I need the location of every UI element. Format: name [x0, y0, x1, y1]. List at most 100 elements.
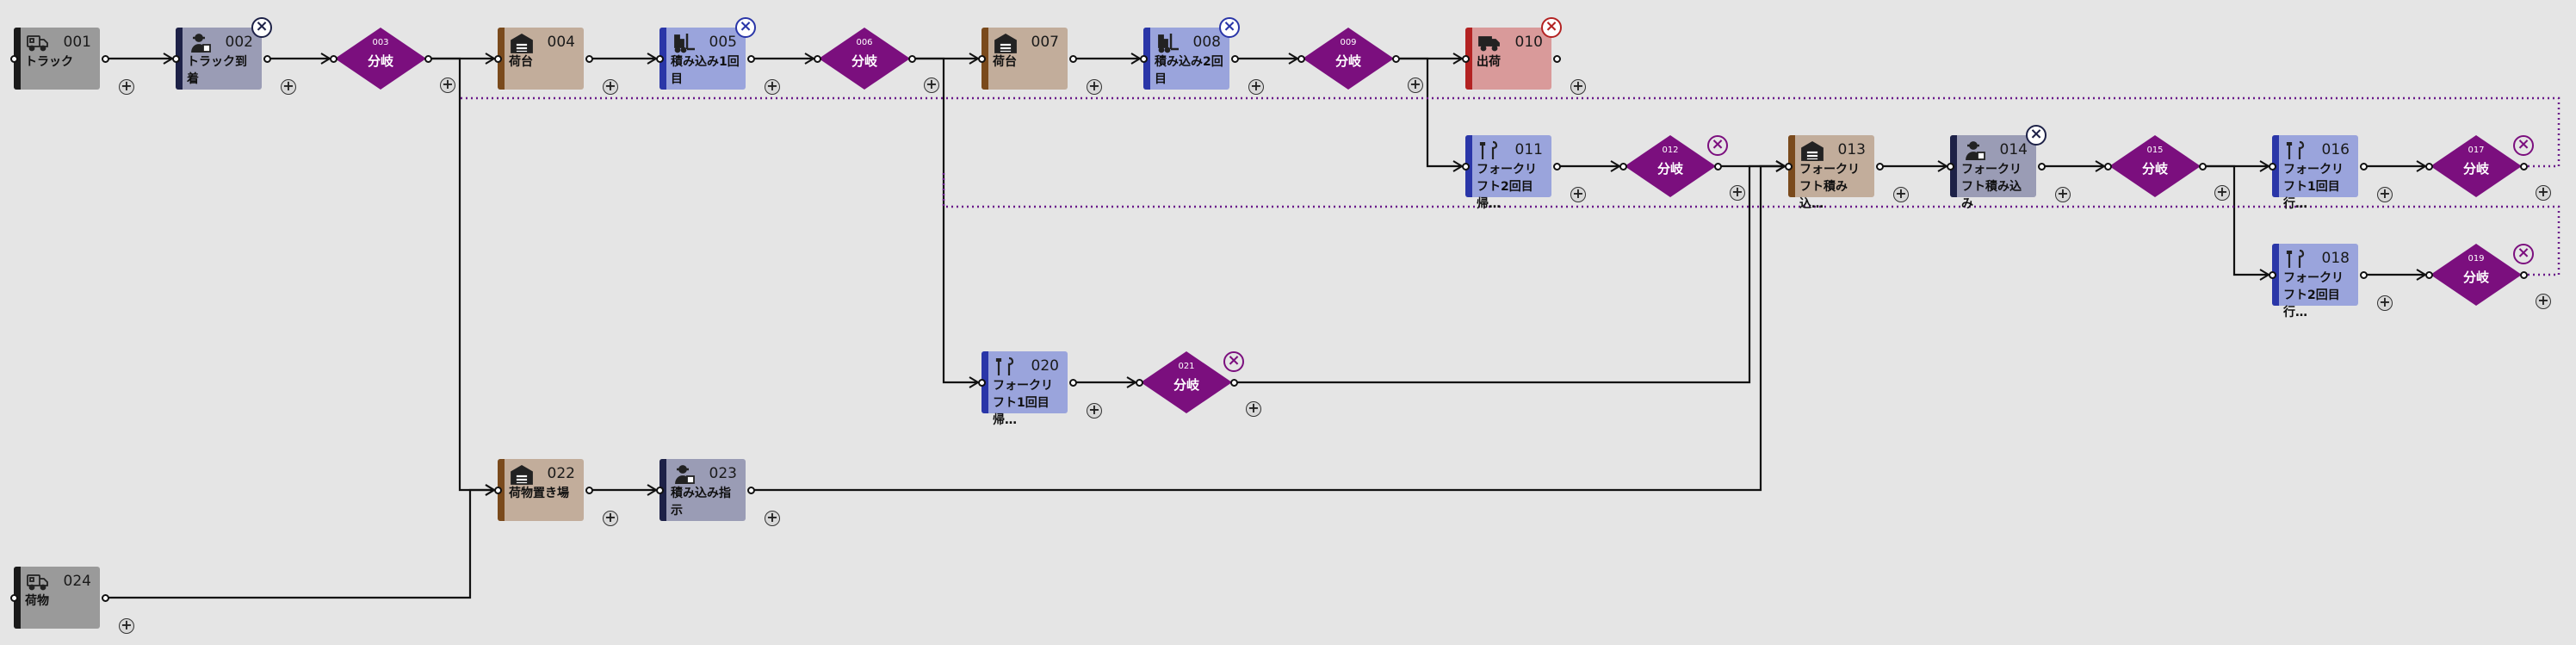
output-port[interactable] [2038, 163, 2046, 171]
add-node-button[interactable]: + [2377, 295, 2393, 311]
input-port[interactable] [978, 379, 986, 387]
add-node-button[interactable]: + [1730, 185, 1745, 201]
remove-branch-icon[interactable]: × [2513, 244, 2534, 264]
add-node-button[interactable]: + [119, 79, 134, 95]
output-port[interactable] [2520, 271, 2528, 279]
add-node-button[interactable]: + [1087, 79, 1102, 95]
output-port[interactable] [908, 55, 916, 63]
input-port[interactable] [814, 55, 821, 63]
remove-node-icon[interactable]: × [251, 17, 272, 38]
output-port[interactable] [263, 55, 271, 63]
remove-branch-icon[interactable]: × [2513, 135, 2534, 156]
output-port[interactable] [1714, 163, 1722, 171]
input-port[interactable] [1947, 163, 1954, 171]
input-port[interactable] [10, 594, 18, 602]
input-port[interactable] [656, 55, 664, 63]
input-port[interactable] [494, 487, 502, 494]
output-port[interactable] [1069, 379, 1077, 387]
input-port[interactable] [1297, 55, 1305, 63]
input-port[interactable] [1785, 163, 1793, 171]
output-port[interactable] [585, 55, 593, 63]
output-port[interactable] [2520, 163, 2528, 171]
add-node-button[interactable]: + [1570, 187, 1586, 202]
output-port[interactable] [1876, 163, 1884, 171]
input-port[interactable] [1140, 55, 1148, 63]
input-port[interactable] [978, 55, 986, 63]
add-node-button[interactable]: + [2536, 294, 2551, 309]
input-port[interactable] [2269, 271, 2276, 279]
input-port[interactable] [1136, 379, 1143, 387]
output-port[interactable] [747, 55, 755, 63]
input-port[interactable] [2425, 163, 2433, 171]
add-node-button[interactable]: + [1570, 79, 1586, 95]
output-port[interactable] [2199, 163, 2207, 171]
add-node-button[interactable]: + [281, 79, 296, 95]
output-port[interactable] [102, 55, 109, 63]
remove-node-icon[interactable]: × [735, 17, 756, 38]
add-node-button[interactable]: + [1408, 78, 1423, 93]
add-node-button[interactable]: + [1248, 79, 1264, 95]
input-port[interactable] [494, 55, 502, 63]
add-node-button[interactable]: + [2055, 187, 2071, 202]
remove-branch-icon[interactable]: × [1707, 135, 1728, 156]
output-port[interactable] [1231, 55, 1239, 63]
input-port[interactable] [2425, 271, 2433, 279]
add-node-button[interactable]: + [2377, 187, 2393, 202]
input-port[interactable] [10, 55, 18, 63]
input-port[interactable] [656, 487, 664, 494]
output-port[interactable] [424, 55, 432, 63]
add-node-button[interactable]: + [2536, 185, 2551, 201]
remove-node-icon[interactable]: × [1219, 17, 1240, 38]
output-port[interactable] [1230, 379, 1238, 387]
add-node-button[interactable]: + [2214, 185, 2230, 201]
remove-branch-icon[interactable]: × [1223, 351, 1244, 372]
output-port[interactable] [1392, 55, 1400, 63]
input-port[interactable] [172, 55, 180, 63]
input-port[interactable] [330, 55, 337, 63]
add-node-button[interactable]: + [603, 79, 618, 95]
add-node-button[interactable]: + [1087, 403, 1102, 419]
add-node-button[interactable]: + [765, 511, 780, 526]
remove-node-icon[interactable]: × [1541, 17, 1562, 38]
add-node-button[interactable]: + [765, 79, 780, 95]
add-node-button[interactable]: + [1893, 187, 1909, 202]
input-port[interactable] [1462, 55, 1470, 63]
output-port[interactable] [585, 487, 593, 494]
output-port[interactable] [102, 594, 109, 602]
add-node-button[interactable]: + [119, 618, 134, 634]
input-port[interactable] [2269, 163, 2276, 171]
add-node-button[interactable]: + [1246, 401, 1261, 417]
input-port[interactable] [1462, 163, 1470, 171]
output-port[interactable] [1553, 163, 1561, 171]
input-port[interactable] [2104, 163, 2112, 171]
output-port[interactable] [1069, 55, 1077, 63]
output-port[interactable] [1553, 55, 1561, 63]
output-port[interactable] [2360, 271, 2368, 279]
add-node-button[interactable]: + [924, 78, 939, 93]
output-port[interactable] [2360, 163, 2368, 171]
